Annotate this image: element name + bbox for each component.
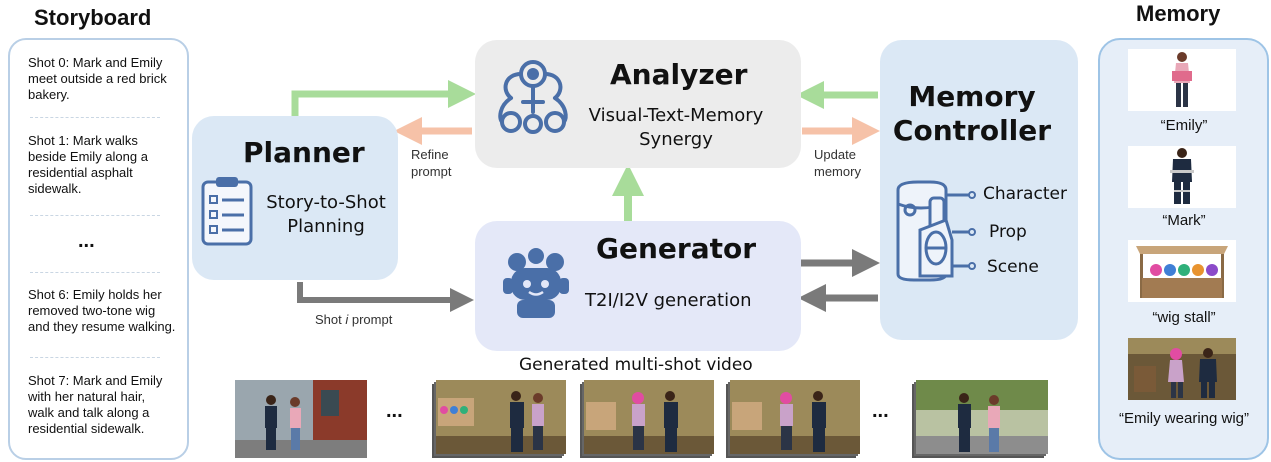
brain-network-icon xyxy=(498,60,568,134)
storyboard-title: Storyboard xyxy=(34,5,152,30)
shot-prompt-arrow xyxy=(297,282,474,312)
storyboard-ellipsis: ... xyxy=(78,230,95,252)
analyzer-subtitle-line2: Synergy xyxy=(639,129,713,150)
generator-title: Generator xyxy=(596,232,757,265)
memory-controller-title-line1: Memory xyxy=(908,80,1036,113)
shot-divider xyxy=(30,215,160,216)
mark-image xyxy=(1128,146,1236,208)
emily-image xyxy=(1128,49,1236,111)
planner-to-analyzer-arrow xyxy=(291,80,476,116)
memory-item-scene: Scene xyxy=(987,257,1039,277)
shot-6-text: Shot 6: Emily holds her removed two-tone… xyxy=(28,287,176,334)
update-memory-label: Update memory xyxy=(814,146,861,180)
memory-caption-mark: “Mark” xyxy=(1162,212,1206,229)
planner-subtitle-line1: Story-to-Shot xyxy=(266,192,386,213)
memory-controller-title: Memory Controller xyxy=(880,80,1064,148)
video-ellipsis-left: ... xyxy=(386,400,403,422)
video-caption: Generated multi-shot video xyxy=(519,355,753,375)
planner-subtitle: Story-to-Shot Planning xyxy=(258,191,394,239)
shot-divider xyxy=(30,357,160,358)
generator-subtitle: T2I/I2V generation xyxy=(585,290,752,311)
refine-prompt-line2: prompt xyxy=(411,164,452,179)
clipboard-icon xyxy=(201,177,253,246)
shot-prompt-prefix: Shot xyxy=(315,312,346,327)
memory-title: Memory xyxy=(1136,1,1221,26)
shot-7-text: Shot 7: Mark and Emily with her natural … xyxy=(28,373,163,436)
memory-controller-title-line2: Controller xyxy=(892,114,1052,147)
shot-prompt-var: i xyxy=(345,312,349,327)
shot-1-text: Shot 1: Mark walks beside Emily along a … xyxy=(28,133,148,196)
shot-prompt-suffix: prompt xyxy=(348,312,393,327)
update-memory-line1: Update xyxy=(814,147,856,162)
video-frame-stack-1 xyxy=(432,380,566,458)
shot-0-text: Shot 0: Mark and Emily meet outside a re… xyxy=(28,55,167,102)
shot-divider xyxy=(30,117,160,118)
wig-stall-image xyxy=(1128,240,1236,302)
video-frame-shot-0 xyxy=(235,380,367,458)
memory-caption-emily: “Emily” xyxy=(1160,117,1208,134)
analyzer-title: Analyzer xyxy=(610,58,748,91)
memory-caption-emily-wearing-wig: “Emily wearing wig” xyxy=(1118,410,1250,427)
video-frame-stack-2 xyxy=(580,380,714,458)
memory-item-character: Character xyxy=(983,184,1067,204)
shot-prompt-label: Shot i prompt xyxy=(315,311,392,328)
storyboard-panel xyxy=(8,38,189,460)
planner-subtitle-line2: Planning xyxy=(287,216,365,237)
refine-prompt-label: Refine prompt xyxy=(411,146,451,180)
video-frame-stack-3 xyxy=(726,380,860,458)
robot-icon xyxy=(503,248,569,318)
video-frame-stack-4 xyxy=(912,380,1048,458)
emily-wearing-wig-image xyxy=(1128,338,1236,400)
memory-item-prop: Prop xyxy=(989,222,1027,242)
planner-title: Planner xyxy=(243,136,365,169)
video-ellipsis-right: ... xyxy=(872,400,889,422)
shot-divider xyxy=(30,272,160,273)
refine-prompt-line1: Refine xyxy=(411,147,449,162)
memory-caption-wig-stall: “wig stall” xyxy=(1152,309,1216,326)
database-icon xyxy=(896,180,976,282)
update-memory-line2: memory xyxy=(814,164,861,179)
analyzer-subtitle-line1: Visual-Text-Memory xyxy=(588,105,764,126)
analyzer-subtitle: Visual-Text-Memory Synergy xyxy=(578,104,774,152)
